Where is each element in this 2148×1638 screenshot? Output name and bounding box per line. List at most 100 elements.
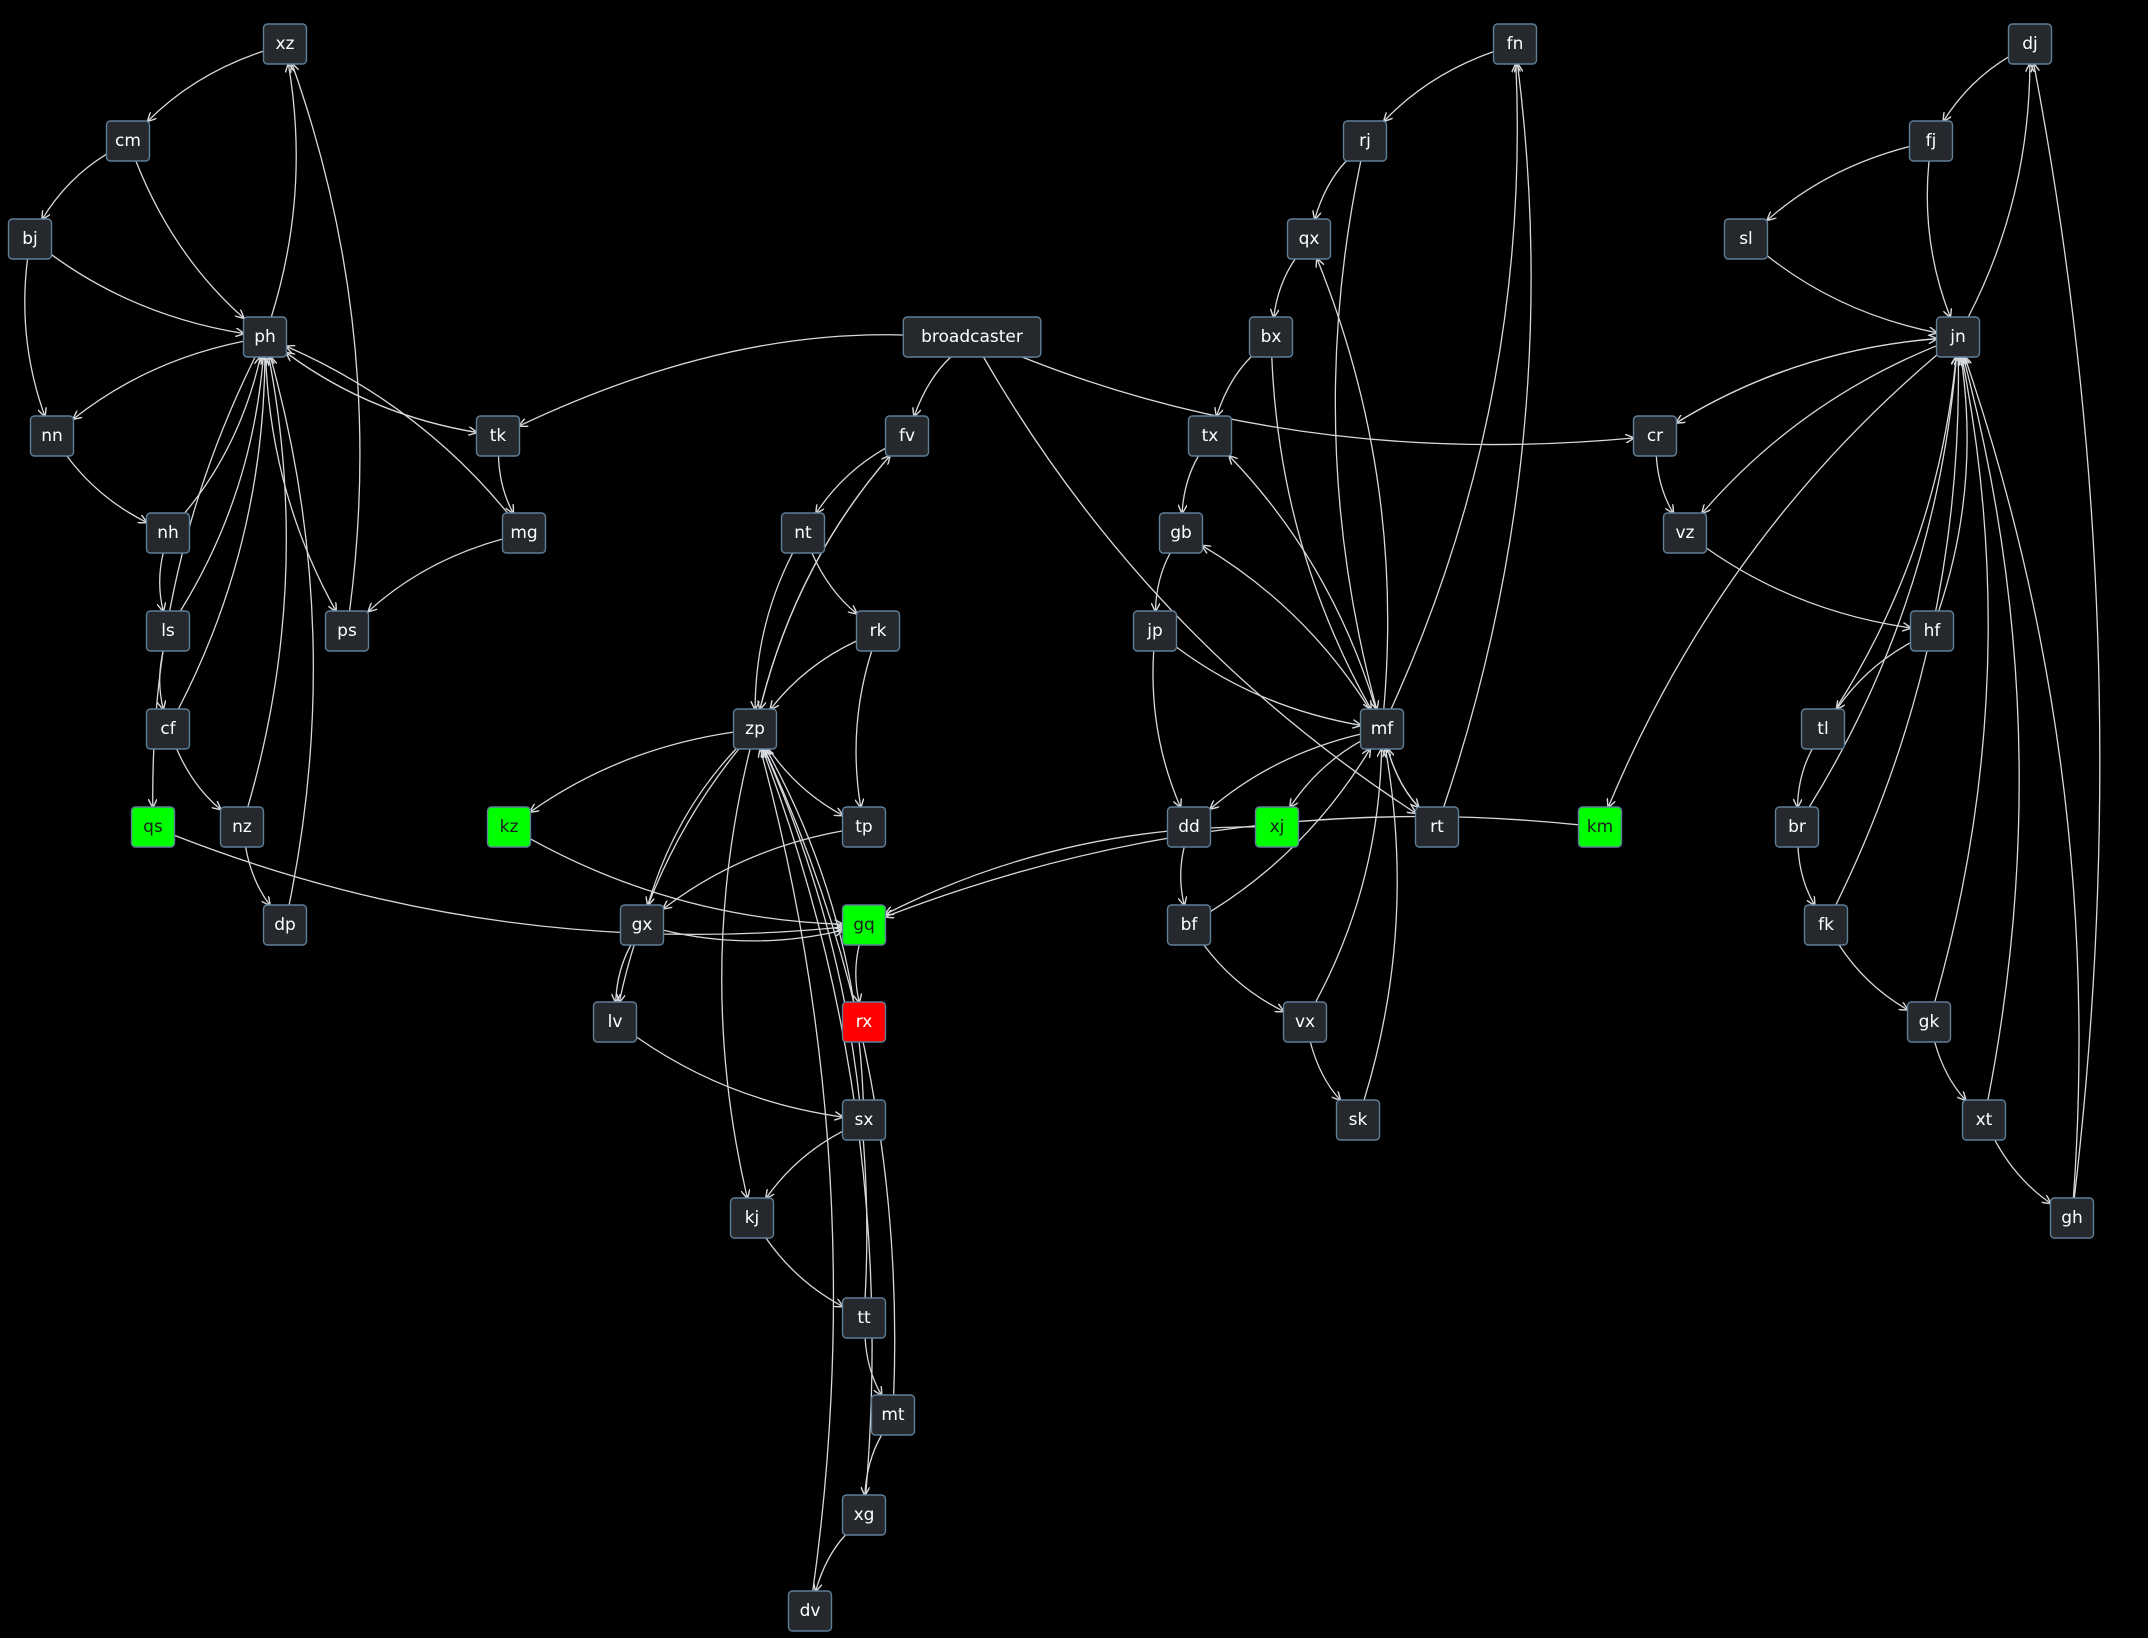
node-box-km[interactable] — [1577, 806, 1623, 848]
node-tp[interactable]: tp — [841, 806, 887, 848]
node-box-xj[interactable] — [1254, 806, 1300, 848]
node-box-kj[interactable] — [729, 1197, 775, 1239]
node-bf[interactable]: bf — [1166, 904, 1212, 946]
node-box-mf[interactable] — [1359, 708, 1405, 750]
node-box-cm[interactable] — [105, 120, 151, 162]
node-ps[interactable]: ps — [324, 610, 370, 652]
node-vz[interactable]: vz — [1662, 512, 1708, 554]
node-box-fv[interactable] — [884, 415, 930, 457]
node-tl[interactable]: tl — [1800, 708, 1846, 750]
node-dp[interactable]: dp — [262, 904, 308, 946]
node-box-tx[interactable] — [1187, 415, 1233, 457]
node-gq[interactable]: gq — [841, 904, 887, 946]
node-cr[interactable]: cr — [1632, 415, 1678, 457]
node-box-gq[interactable] — [841, 904, 887, 946]
node-box-tl[interactable] — [1800, 708, 1846, 750]
node-box-qx[interactable] — [1286, 218, 1332, 260]
node-box-vz[interactable] — [1662, 512, 1708, 554]
node-box-nh[interactable] — [145, 512, 191, 554]
node-jp[interactable]: jp — [1132, 610, 1178, 652]
node-box-ps[interactable] — [324, 610, 370, 652]
node-kz[interactable]: kz — [486, 806, 532, 848]
node-box-hf[interactable] — [1909, 610, 1955, 652]
node-tt[interactable]: tt — [841, 1297, 887, 1339]
node-box-fk[interactable] — [1803, 904, 1849, 946]
node-bx[interactable]: bx — [1248, 316, 1294, 358]
node-box-rx[interactable] — [841, 1001, 887, 1043]
node-mg[interactable]: mg — [501, 512, 547, 554]
node-box-dd[interactable] — [1166, 806, 1212, 848]
node-box-lv[interactable] — [592, 1001, 638, 1043]
node-box-fj[interactable] — [1908, 120, 1954, 162]
node-box-vx[interactable] — [1282, 1001, 1328, 1043]
node-tk[interactable]: tk — [475, 415, 521, 457]
node-box-dj[interactable] — [2007, 23, 2053, 65]
node-box-gk[interactable] — [1906, 1001, 1952, 1043]
node-box-gb[interactable] — [1158, 512, 1204, 554]
node-box-bj[interactable] — [7, 218, 53, 260]
node-mf[interactable]: mf — [1359, 708, 1405, 750]
node-box-mt[interactable] — [870, 1394, 916, 1436]
node-box-cr[interactable] — [1632, 415, 1678, 457]
node-xt[interactable]: xt — [1961, 1099, 2007, 1141]
node-nz[interactable]: nz — [219, 806, 265, 848]
node-gk[interactable]: gk — [1906, 1001, 1952, 1043]
node-box-xt[interactable] — [1961, 1099, 2007, 1141]
node-fv[interactable]: fv — [884, 415, 930, 457]
node-box-broadcaster[interactable] — [902, 316, 1042, 358]
node-box-ls[interactable] — [145, 610, 191, 652]
node-box-kz[interactable] — [486, 806, 532, 848]
node-dv[interactable]: dv — [787, 1590, 833, 1632]
node-vx[interactable]: vx — [1282, 1001, 1328, 1043]
node-hf[interactable]: hf — [1909, 610, 1955, 652]
node-dj[interactable]: dj — [2007, 23, 2053, 65]
node-cf[interactable]: cf — [145, 708, 191, 750]
node-sl[interactable]: sl — [1723, 218, 1769, 260]
node-qx[interactable]: qx — [1286, 218, 1332, 260]
node-dd[interactable]: dd — [1166, 806, 1212, 848]
node-box-gx[interactable] — [619, 904, 665, 946]
node-box-bf[interactable] — [1166, 904, 1212, 946]
node-br[interactable]: br — [1774, 806, 1820, 848]
node-box-tt[interactable] — [841, 1297, 887, 1339]
node-rk[interactable]: rk — [855, 610, 901, 652]
node-box-mg[interactable] — [501, 512, 547, 554]
node-cm[interactable]: cm — [105, 120, 151, 162]
node-gb[interactable]: gb — [1158, 512, 1204, 554]
node-box-tk[interactable] — [475, 415, 521, 457]
node-box-xz[interactable] — [262, 23, 308, 65]
node-tx[interactable]: tx — [1187, 415, 1233, 457]
node-rj[interactable]: rj — [1342, 120, 1388, 162]
node-box-jp[interactable] — [1132, 610, 1178, 652]
node-jn[interactable]: jn — [1935, 316, 1981, 358]
node-box-ph[interactable] — [242, 316, 288, 358]
node-box-zp[interactable] — [732, 708, 778, 750]
node-fj[interactable]: fj — [1908, 120, 1954, 162]
node-kj[interactable]: kj — [729, 1197, 775, 1239]
node-box-sk[interactable] — [1335, 1099, 1381, 1141]
node-ph[interactable]: ph — [242, 316, 288, 358]
node-box-nn[interactable] — [29, 415, 75, 457]
node-box-rj[interactable] — [1342, 120, 1388, 162]
node-lv[interactable]: lv — [592, 1001, 638, 1043]
node-gx[interactable]: gx — [619, 904, 665, 946]
node-box-br[interactable] — [1774, 806, 1820, 848]
node-rx[interactable]: rx — [841, 1001, 887, 1043]
node-box-tp[interactable] — [841, 806, 887, 848]
node-rt[interactable]: rt — [1414, 806, 1460, 848]
node-box-dv[interactable] — [787, 1590, 833, 1632]
node-ls[interactable]: ls — [145, 610, 191, 652]
node-sk[interactable]: sk — [1335, 1099, 1381, 1141]
node-zp[interactable]: zp — [732, 708, 778, 750]
node-broadcaster[interactable]: broadcaster — [902, 316, 1042, 358]
node-box-jn[interactable] — [1935, 316, 1981, 358]
node-km[interactable]: km — [1577, 806, 1623, 848]
node-fk[interactable]: fk — [1803, 904, 1849, 946]
node-sx[interactable]: sx — [841, 1099, 887, 1141]
node-bj[interactable]: bj — [7, 218, 53, 260]
node-box-sx[interactable] — [841, 1099, 887, 1141]
node-box-nt[interactable] — [780, 512, 826, 554]
node-qs[interactable]: qs — [130, 806, 176, 848]
node-box-xg[interactable] — [841, 1494, 887, 1536]
node-xg[interactable]: xg — [841, 1494, 887, 1536]
